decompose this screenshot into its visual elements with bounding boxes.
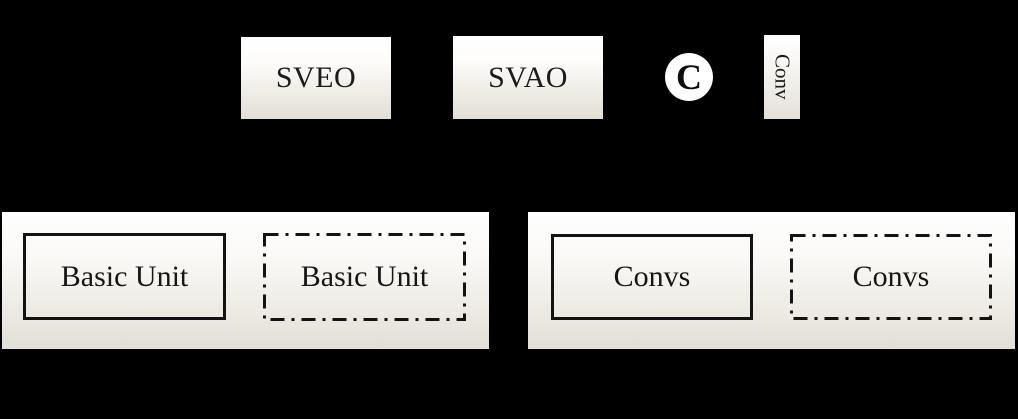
concat-circle-icon: C (665, 53, 713, 101)
dash-dot-border (263, 233, 466, 321)
conv-legend-box: Conv (764, 35, 800, 119)
basic-unit-group-panel: Basic Unit Basic Unit (2, 212, 489, 349)
svao-legend-box: SVAO (453, 36, 603, 119)
dash-dot-border (790, 234, 992, 320)
sveo-legend-box: SVEO (241, 37, 391, 119)
basic-unit-label: Basic Unit (60, 259, 189, 293)
convs-box-dashdot: Convs (790, 234, 992, 320)
basic-unit-label: Basic Unit (300, 260, 429, 293)
basic-unit-box-dashdot: Basic Unit (263, 233, 466, 321)
convs-label: Convs (613, 260, 691, 293)
convs-box-solid: Convs (551, 234, 753, 320)
basic-unit-box-solid: Basic Unit (23, 233, 226, 320)
convs-group-panel: Convs Convs (528, 212, 1015, 349)
convs-label: Convs (852, 260, 930, 293)
